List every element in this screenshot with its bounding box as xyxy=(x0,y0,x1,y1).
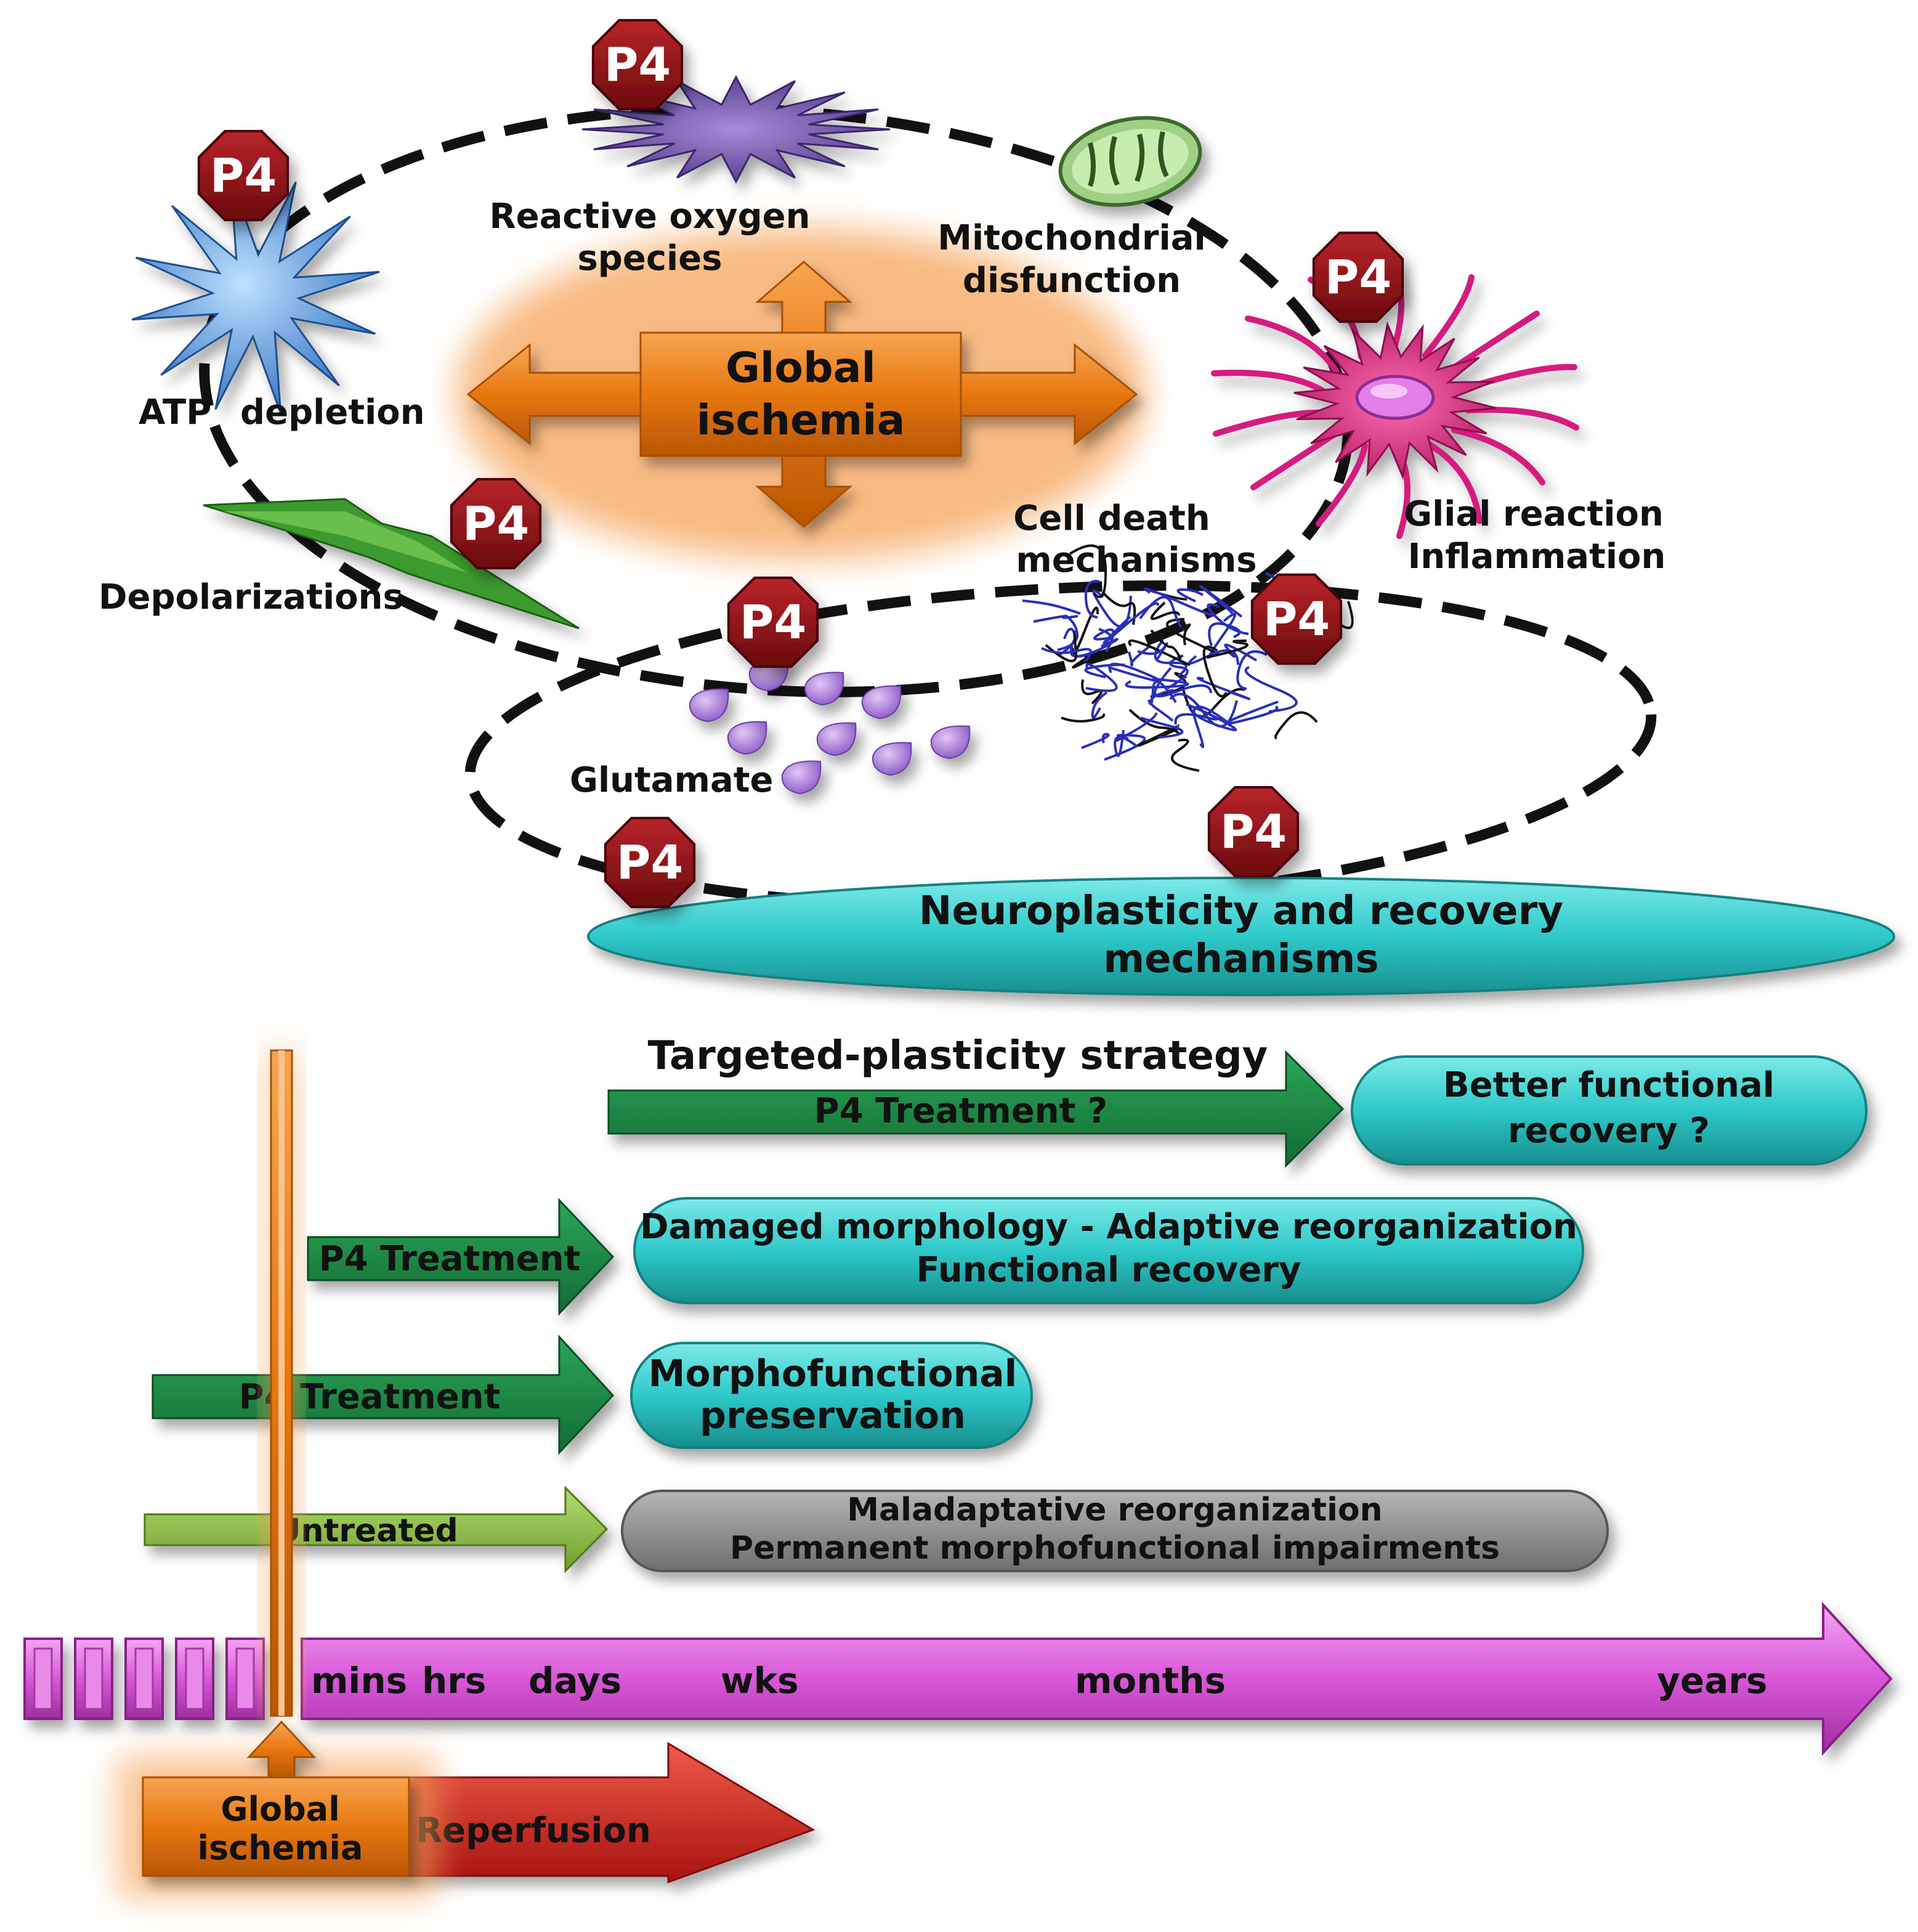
timeline-label-mins: mins xyxy=(311,1660,407,1702)
glutamate-label: Glutamate xyxy=(570,760,773,800)
bottom-ischemia-line2: ischemia xyxy=(198,1828,363,1867)
row4-arrow-label: Untreated xyxy=(275,1512,458,1549)
ischemia-vertical-line xyxy=(266,1049,297,1717)
ros-label-line1: Reactive oxygen xyxy=(489,197,810,237)
p4-stop-sign-icon: P4 xyxy=(1207,785,1300,878)
lower-cycle-loop xyxy=(464,580,1657,911)
p4-stop-label: P4 xyxy=(1263,591,1330,646)
timeline-label-wks: wks xyxy=(721,1660,799,1702)
global-ischemia-center: Global ischemia xyxy=(456,228,1146,561)
reperfusion-label: Reperfusion xyxy=(416,1811,651,1851)
row1-result-pill xyxy=(1351,1055,1867,1166)
timeline-label-years: years xyxy=(1657,1660,1767,1702)
purple-droplets-icon xyxy=(689,657,971,795)
row2-result-line2: Functional recovery xyxy=(916,1250,1301,1290)
timeline-label-days: days xyxy=(528,1660,621,1702)
row4-untreated-arrow xyxy=(144,1485,609,1573)
p4-stop-sign-icon: P4 xyxy=(591,18,684,111)
neuroplasticity-label-line1: Neuroplasticity and recovery xyxy=(919,888,1563,934)
row4-result-line1: Maladaptative reorganization xyxy=(847,1492,1382,1528)
blue-starburst-icon xyxy=(131,177,380,414)
row1-arrow-label: P4 Treatment ? xyxy=(814,1091,1108,1131)
row2-arrow-label: P4 Treatment xyxy=(319,1239,581,1279)
mito-label-line1: Mitochondrial xyxy=(937,218,1205,258)
ros-label-line2: species xyxy=(577,238,722,278)
p4-stop-sign-icon: P4 xyxy=(450,477,542,570)
glial-label-line2: Inflammation xyxy=(1408,537,1666,577)
row3-result-line1: Morphofunctional xyxy=(649,1352,1018,1395)
p4-stop-sign-icon: P4 xyxy=(604,816,696,909)
p4-stop-sign-icon: P4 xyxy=(197,129,289,222)
p4-stop-label: P4 xyxy=(617,835,684,890)
center-label-line2: ischemia xyxy=(697,396,905,445)
neuroplasticity-label-line2: mechanisms xyxy=(1103,936,1378,982)
row3-result-line2: preservation xyxy=(700,1394,966,1437)
row2-result-line1: Damaged morphology - Adaptive reorganiza… xyxy=(640,1207,1577,1247)
green-lightning-icon xyxy=(203,498,580,630)
timeline-label-hrs: hrs xyxy=(422,1660,486,1702)
p4-stop-label: P4 xyxy=(1325,250,1392,304)
bottom-global-ischemia-box xyxy=(117,1720,437,1898)
center-label-line1: Global xyxy=(726,344,876,392)
atp-label: ATP xyxy=(139,392,211,432)
row4-result-pill xyxy=(621,1490,1609,1572)
p4-stop-label: P4 xyxy=(740,595,807,649)
timeline-arrow xyxy=(23,1601,1893,1756)
row3-result-pill xyxy=(630,1342,1033,1449)
mitochondrion-icon xyxy=(1058,116,1202,207)
bottom-ischemia-line1: Global xyxy=(221,1790,340,1828)
p4-stop-sign-icon: P4 xyxy=(1312,231,1404,323)
row4-result-line2: Permanent morphofunctional impairments xyxy=(730,1530,1500,1567)
row1-result-line2: recovery ? xyxy=(1508,1111,1710,1151)
p4-stop-label: P4 xyxy=(604,37,671,92)
neuroplasticity-ellipse: Neuroplasticity and recovery mechanisms xyxy=(587,877,1895,996)
p4-stop-sign-icon: P4 xyxy=(727,576,819,668)
depletion-label: depletion xyxy=(240,392,425,432)
p4-stop-label: P4 xyxy=(210,148,277,203)
cell-death-label-line2: mechanisms xyxy=(1016,540,1256,580)
mito-label-line2: disfunction xyxy=(963,261,1181,301)
row2-result-pill xyxy=(633,1197,1584,1304)
timeline-label-months: months xyxy=(1075,1660,1226,1702)
row1-treatment-arrow xyxy=(607,1050,1345,1168)
reperfusion-arrow xyxy=(405,1742,815,1884)
p4-stop-label: P4 xyxy=(1220,804,1287,859)
cell-death-label-line1: Cell death xyxy=(1013,498,1210,538)
p4-stop-label: P4 xyxy=(463,496,530,551)
row3-treatment-arrow xyxy=(152,1334,615,1455)
depolarizations-label: Depolarizations xyxy=(99,577,403,617)
glial-label-line1: Glial reaction xyxy=(1404,494,1664,534)
row1-result-line1: Better functional xyxy=(1443,1065,1774,1105)
row2-treatment-arrow xyxy=(307,1198,615,1316)
p4-stop-sign-icon: P4 xyxy=(1250,573,1343,665)
pink-glial-cell-icon xyxy=(1211,262,1579,539)
strategy-title: Targeted-plasticity strategy xyxy=(648,1033,1268,1079)
